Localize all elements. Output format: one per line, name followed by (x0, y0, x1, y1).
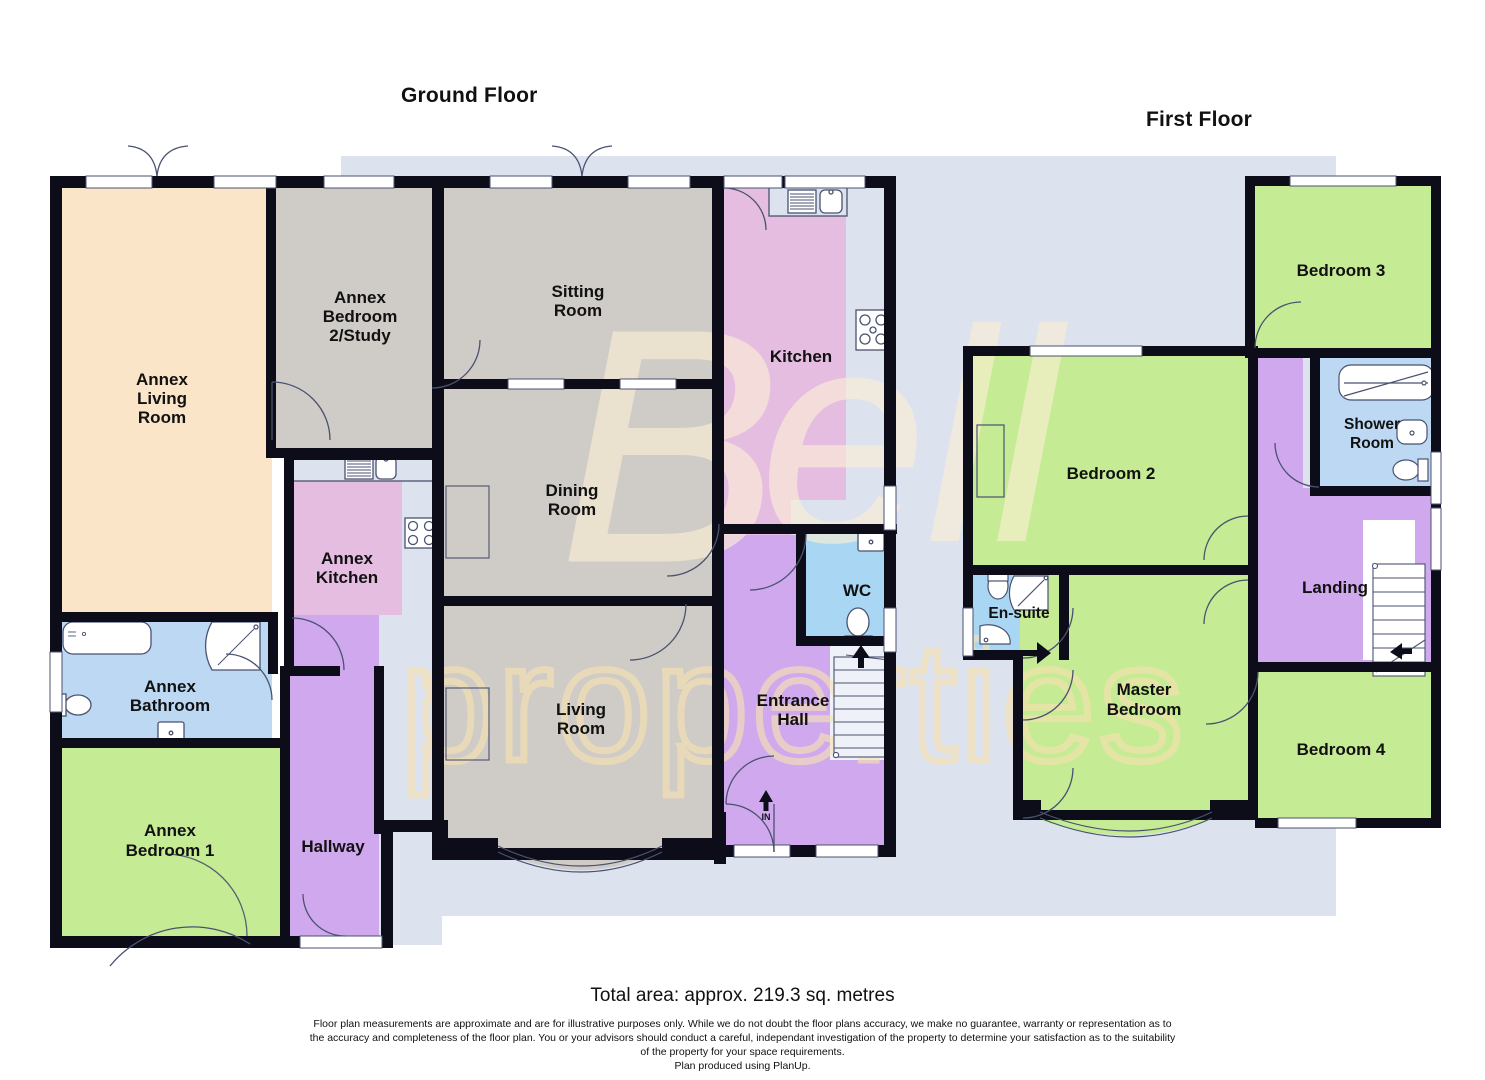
kitchen-sink-drain (787, 189, 817, 214)
fill-bedroom-3 (1253, 183, 1431, 352)
ensuite-shower (1008, 575, 1049, 611)
label-dining-room-l2: Room (548, 500, 596, 519)
watermark-script-b: B (560, 261, 780, 630)
entry-arrow (759, 790, 773, 811)
label-living-room-l2: Room (557, 719, 605, 738)
stair-up-arrow-gf (852, 645, 870, 668)
annex-bath (62, 621, 152, 655)
disclaimer-line-4: Plan produced using PlanUp. (674, 1060, 811, 1072)
label-wc: WC (843, 581, 871, 600)
ff-toilet (1392, 459, 1420, 481)
label-master-bedroom-l1: Master (1117, 680, 1172, 699)
fill-hallway (289, 672, 379, 945)
ground-floor-doors (109, 145, 807, 967)
label-hallway: Hallway (301, 837, 365, 856)
first-floor-title: First Floor (1146, 108, 1253, 131)
bedroom2-recess (976, 424, 1005, 498)
ground-floor-fills (57, 183, 896, 945)
first-floor-fixtures (976, 364, 1435, 677)
fill-bedroom-2 (973, 355, 1248, 573)
disclaimer-line-3: of the property for your space requireme… (640, 1046, 845, 1058)
label-annex-bedroom1-l1: Annex (144, 821, 197, 840)
label-shower-room-l2: Room (1350, 435, 1394, 452)
fill-landing-strip (1258, 356, 1303, 488)
label-annex-bathroom-l2: Bathroom (130, 696, 210, 715)
wc-toilet (846, 607, 870, 637)
label-bedroom-3: Bedroom 3 (1297, 261, 1386, 280)
first-floor-doors (1022, 301, 1320, 838)
fill-living-room (444, 600, 719, 850)
label-annex-living-room-l1: Annex (136, 370, 189, 389)
fill-hallway-top (289, 615, 379, 675)
label-annex-bedroom2-l2: Bedroom (323, 307, 398, 326)
label-entrance-hall-l1: Entrance (757, 691, 830, 710)
ground-floor-title: Ground Floor (401, 84, 538, 107)
label-master-bedroom-l2: Bedroom (1107, 700, 1182, 719)
stair-down-arrow-ff (1390, 643, 1412, 660)
label-annex-bedroom2-l3: 2/Study (329, 326, 391, 345)
watermark: B ell properties (397, 260, 1187, 800)
label-sitting-room-l1: Sitting (552, 282, 605, 301)
ground-floor-labels: Annex Living Room Annex Bedroom 2/Study … (126, 282, 872, 860)
fill-annex-living-room (57, 183, 272, 618)
fill-sitting-room (444, 183, 719, 389)
watermark-brand-properties: properties (400, 608, 1187, 796)
first-floor-windows (962, 175, 1442, 829)
label-dining-room-l1: Dining (546, 481, 599, 500)
disclaimer-line-2: the accuracy and completeness of the flo… (309, 1032, 1176, 1044)
label-living-room-l1: Living (556, 700, 606, 719)
fill-kitchen (721, 183, 846, 500)
living-recess (445, 687, 490, 761)
label-annex-living-room-l3: Room (138, 408, 186, 427)
label-ensuite: En-suite (988, 605, 1050, 622)
label-annex-kitchen-l2: Kitchen (316, 568, 378, 587)
fill-master-bedroom (1020, 573, 1248, 818)
annex-shower-tray (205, 621, 261, 671)
fill-annex-bedroom-1 (57, 745, 289, 945)
watermark-brand-ell: ell (760, 268, 1068, 604)
label-landing: Landing (1302, 578, 1368, 597)
label-shower-room-l1: Shower (1344, 416, 1400, 433)
label-sitting-room-l2: Room (554, 301, 602, 320)
annex-kitchen-draining-lines (347, 460, 371, 477)
entrance-staircase (832, 654, 891, 759)
ground-floor-fixtures (55, 185, 892, 761)
fill-master-left-void (973, 655, 1020, 818)
label-kitchen: Kitchen (770, 347, 832, 366)
label-bedroom-2: Bedroom 2 (1067, 464, 1156, 483)
total-area-text: Total area: approx. 219.3 sq. metres (590, 985, 895, 1006)
label-entrance-hall-l2: Hall (777, 710, 808, 729)
disclaimer-line-1: Floor plan measurements are approximate … (313, 1018, 1172, 1030)
fill-entrance-hall (721, 535, 806, 845)
fill-annex-bedroom-2 (272, 183, 442, 455)
label-annex-living-room-l2: Living (137, 389, 187, 408)
fill-bedroom-4 (1258, 671, 1433, 818)
dining-recess (445, 485, 490, 559)
ground-floor-windows (49, 175, 897, 949)
entry-label: IN (762, 812, 771, 822)
ensuite-arrow (1013, 642, 1051, 664)
label-annex-kitchen-l1: Annex (321, 549, 374, 568)
label-bedroom-4: Bedroom 4 (1297, 740, 1386, 759)
annex-toilet (64, 694, 92, 716)
label-annex-bathroom-l1: Annex (144, 677, 197, 696)
fill-dining-room (444, 389, 719, 600)
label-annex-bedroom2-l1: Annex (334, 288, 387, 307)
disclaimer: Floor plan measurements are approximate … (0, 1017, 1485, 1073)
first-floor-labels: Bedroom 3 Shower Room Bedroom 2 En-suite… (988, 261, 1400, 759)
landing-staircase (1371, 562, 1426, 677)
label-annex-bedroom1-l2: Bedroom 1 (126, 841, 215, 860)
